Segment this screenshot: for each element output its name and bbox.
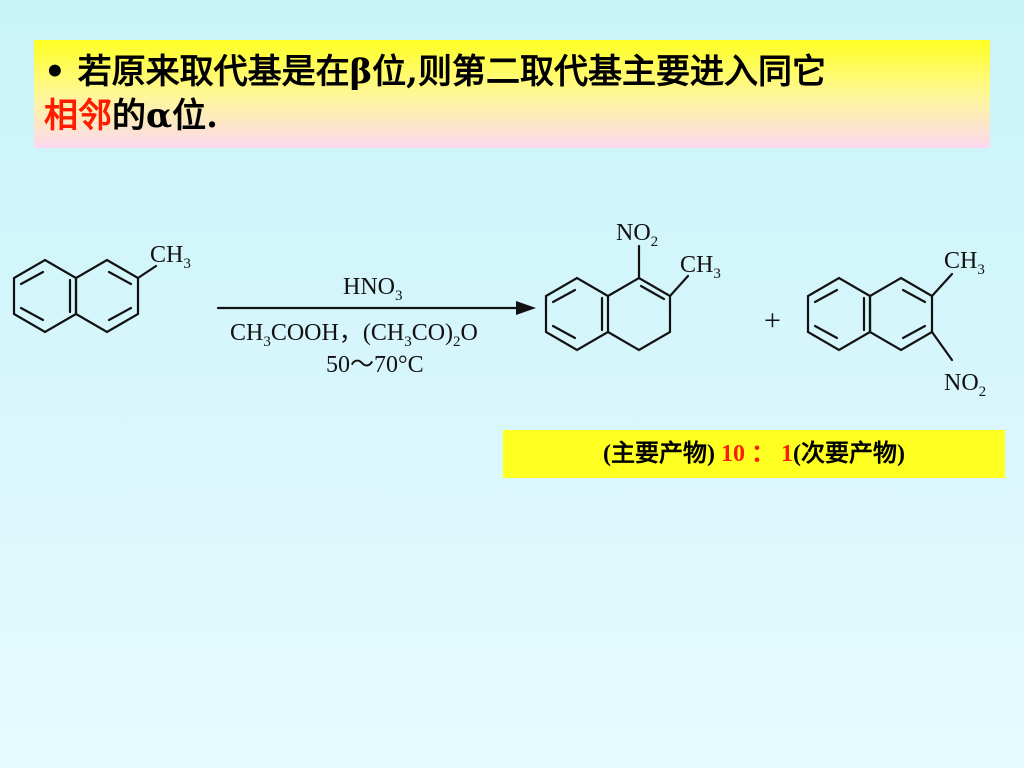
product1-nitro-label: NO2 xyxy=(616,220,658,250)
ratio-separator: ： xyxy=(745,441,781,467)
plus-sign: + xyxy=(764,304,781,337)
reactant-methyl-label: CH3 xyxy=(150,242,191,272)
product2-nitro-label: NO2 xyxy=(944,370,986,400)
reagent-solvent: CH3COOH，(CH3CO)2O xyxy=(230,320,478,350)
product2-methyl-label: CH3 xyxy=(944,248,985,278)
note-highlight: 相邻 xyxy=(44,96,112,136)
major-ratio-value: 10 xyxy=(721,441,745,467)
note-line-2: 的α位. xyxy=(112,96,219,136)
major-product-label: (主要产物) xyxy=(603,441,721,467)
note-line-1: 若原来取代基是在β位,则第二取代基主要进入同它 xyxy=(77,52,826,92)
reaction-conditions: 50～70°C xyxy=(326,352,424,378)
reactant-naphthalene xyxy=(12,258,158,334)
product1-structure xyxy=(544,244,690,352)
minor-ratio-value: 1 xyxy=(781,441,793,467)
note-box: • 若原来取代基是在β位,则第二取代基主要进入同它 相邻的α位. xyxy=(34,40,990,148)
note-text: • 若原来取代基是在β位,则第二取代基主要进入同它 相邻的α位. xyxy=(44,50,984,138)
reagent-nitric-acid: HNO3 xyxy=(343,274,403,304)
minor-product-label: (次要产物) xyxy=(793,441,905,467)
bullet: • xyxy=(44,52,66,92)
product2-structure xyxy=(806,272,954,362)
product-ratio-box: (主要产物) 10 ： 1(次要产物) xyxy=(503,430,1005,478)
product1-methyl-label: CH3 xyxy=(680,252,721,282)
reaction-arrow xyxy=(216,301,536,315)
